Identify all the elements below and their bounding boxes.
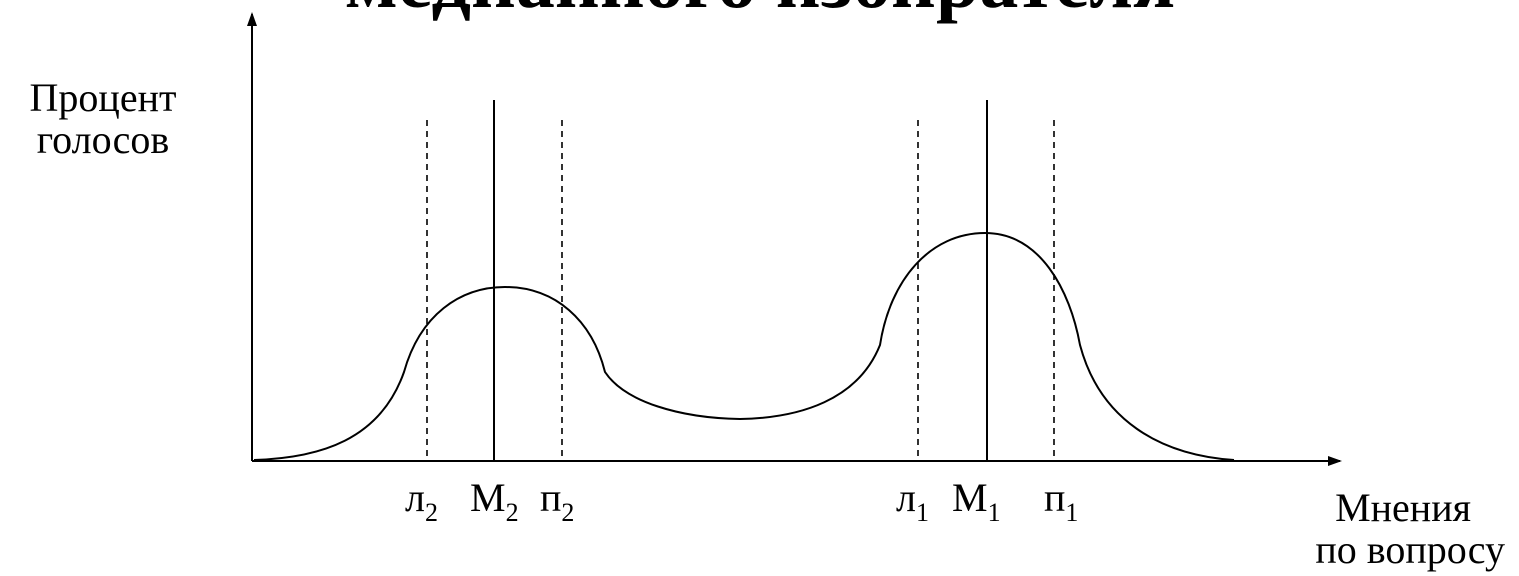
marker-label-л2: л2 [405,475,438,527]
marker-label-М2: М2 [470,475,519,527]
marker-label-п1: п1 [1044,475,1079,527]
marker-label-М1: М1 [952,475,1001,527]
y-axis-label-line1: Процент [29,75,177,120]
marker-label-п2: п2 [540,475,575,527]
distribution-curve [253,231,1235,461]
y-axis-label-line2: голосов [36,117,170,162]
marker-label-л1: л1 [896,475,929,527]
x-axis-label-line2: по вопросу [1315,527,1505,572]
x-axis-label-line1: Мнения [1335,485,1471,530]
diagram-title: медианного избирателя [250,0,1270,20]
